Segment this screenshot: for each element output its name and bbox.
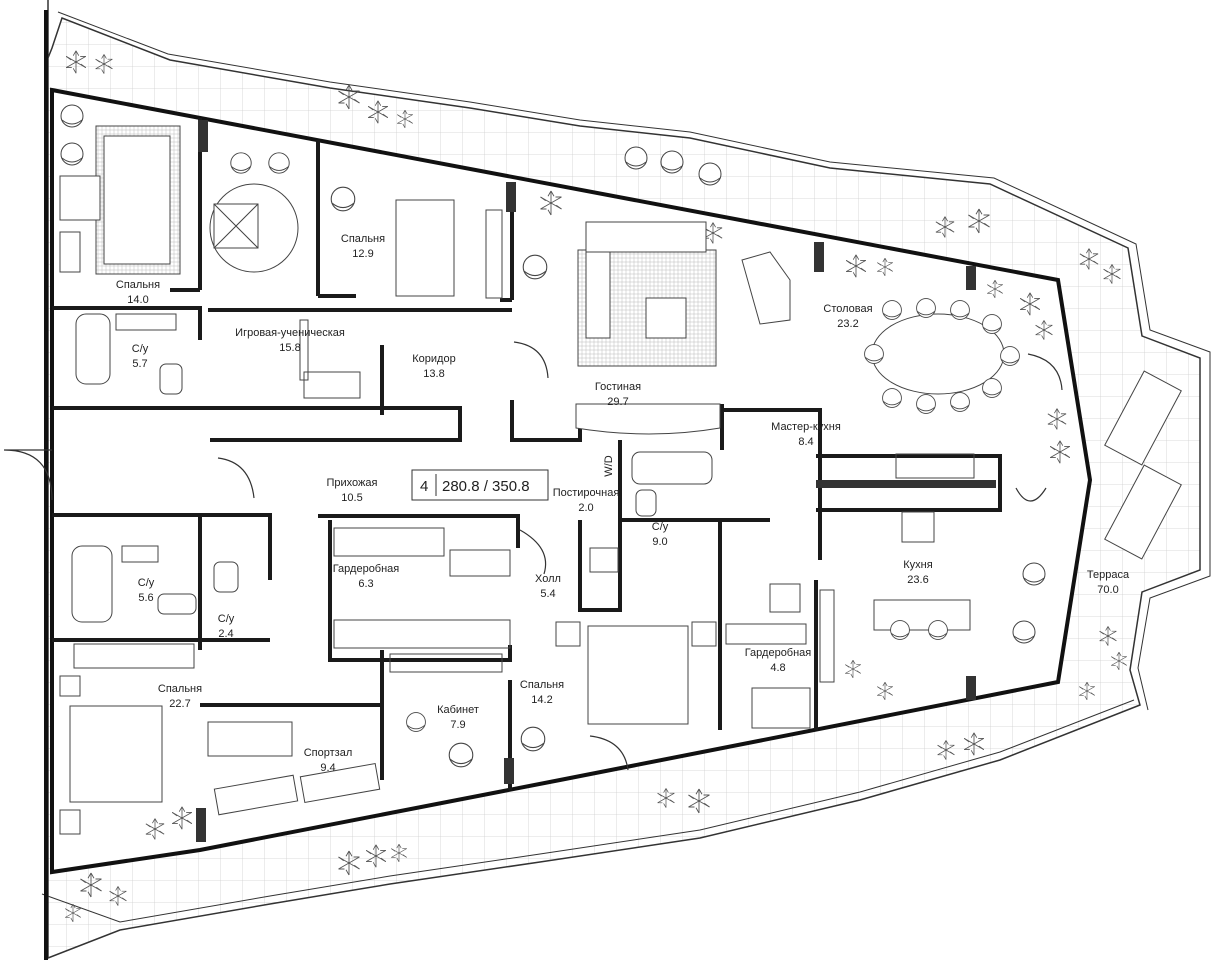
room-name-bedroom-sw: Спальня xyxy=(158,683,202,695)
living-furniture xyxy=(522,221,791,435)
room-name-bedroom-s: Спальня xyxy=(520,679,564,691)
room-name-dining: Столовая xyxy=(823,303,872,315)
rooms-count: 4 xyxy=(420,478,428,495)
kitchen-furniture xyxy=(769,511,1046,644)
room-area-living: 29.7 xyxy=(607,396,628,408)
bedroom-nw-furniture xyxy=(59,125,181,275)
interior-floor xyxy=(50,87,1093,875)
room-name-bath-center: С/у xyxy=(652,521,669,533)
total-area: 280.8 / 350.8 xyxy=(442,478,530,495)
room-area-bath-nw: 5.7 xyxy=(132,358,147,370)
room-name-bedroom-n: Спальня xyxy=(341,233,385,245)
room-area-dining: 23.2 xyxy=(837,318,858,330)
room-area-wardrobe-2: 4.8 xyxy=(770,662,785,674)
room-area-bath-sw1: 5.6 xyxy=(138,592,153,604)
door-arc-hallway xyxy=(519,529,547,575)
room-name-bath-nw: С/у xyxy=(132,343,149,355)
playroom-furniture xyxy=(209,183,299,273)
room-name-playroom: Игровая-ученическая xyxy=(235,327,345,339)
room-name-master-kitchen: Мастер-кухня xyxy=(771,421,841,433)
room-area-bedroom-nw: 14.0 xyxy=(127,294,148,306)
door-arc-terrace xyxy=(1027,353,1063,391)
area-badge: 4 280.8 / 350.8 xyxy=(411,469,549,501)
room-area-gym: 9.4 xyxy=(320,762,335,774)
room-area-master-kitchen: 8.4 xyxy=(798,436,813,448)
bedroom-sw-furniture xyxy=(59,643,195,835)
room-area-terrace: 70.0 xyxy=(1097,584,1118,596)
door-arc-bedroom-s xyxy=(589,735,629,771)
wall-columns xyxy=(196,120,996,842)
dining-furniture xyxy=(864,298,1020,414)
room-name-wardrobe-2: Гардеробная xyxy=(745,647,812,659)
bedroom-s-furniture xyxy=(520,621,717,752)
room-area-bath-center: 9.0 xyxy=(652,536,667,548)
room-area-laundry: 2.0 xyxy=(578,502,593,514)
room-area-wardrobe-1: 6.3 xyxy=(358,578,373,590)
bathroom-fixtures xyxy=(71,313,713,623)
room-area-bedroom-s: 14.2 xyxy=(531,694,552,706)
door-arc-hall xyxy=(217,457,255,499)
wardrobe-2-furniture xyxy=(751,687,811,729)
room-name-bedroom-nw: Спальня xyxy=(116,279,160,291)
wardrobe-racks xyxy=(299,319,975,683)
entry-door xyxy=(3,449,53,501)
washer-label: W/D xyxy=(603,455,615,476)
room-area-study: 7.9 xyxy=(450,719,465,731)
room-area-playroom: 15.8 xyxy=(279,342,300,354)
bedroom-n-furniture xyxy=(330,186,503,299)
door-arc-corridor xyxy=(513,341,549,379)
sun-loungers xyxy=(1104,370,1182,560)
room-name-hallway: Холл xyxy=(535,573,561,585)
room-name-bath-sw1: С/у xyxy=(138,577,155,589)
room-name-corridor: Коридор xyxy=(412,353,455,365)
room-area-bedroom-n: 12.9 xyxy=(352,248,373,260)
room-name-terrace: Терраса xyxy=(1087,569,1130,581)
room-name-hall-entry: Прихожая xyxy=(327,477,378,489)
room-name-laundry: Постирочная xyxy=(553,487,620,499)
room-area-kitchen: 23.6 xyxy=(907,574,928,586)
room-name-study: Кабинет xyxy=(437,704,479,716)
room-area-corridor: 13.8 xyxy=(423,368,444,380)
room-labels: Спальня 14.0С/у 5.7 Игровая-ученическая 15.8… xyxy=(116,233,1130,774)
room-area-bedroom-sw: 22.7 xyxy=(169,698,190,710)
room-area-hallway: 5.4 xyxy=(540,588,555,600)
room-name-living: Гостиная xyxy=(595,381,641,393)
gym-equipment xyxy=(207,721,381,816)
room-area-bath-sw2: 2.4 xyxy=(218,628,233,640)
room-name-bath-sw2: С/у xyxy=(218,613,235,625)
room-name-gym: Спортзал xyxy=(304,747,353,759)
room-area-hall-entry: 10.5 xyxy=(341,492,362,504)
room-name-kitchen: Кухня xyxy=(903,559,932,571)
room-name-wardrobe-1: Гардеробная xyxy=(333,563,400,575)
door-arc-kitchen xyxy=(1015,487,1047,502)
